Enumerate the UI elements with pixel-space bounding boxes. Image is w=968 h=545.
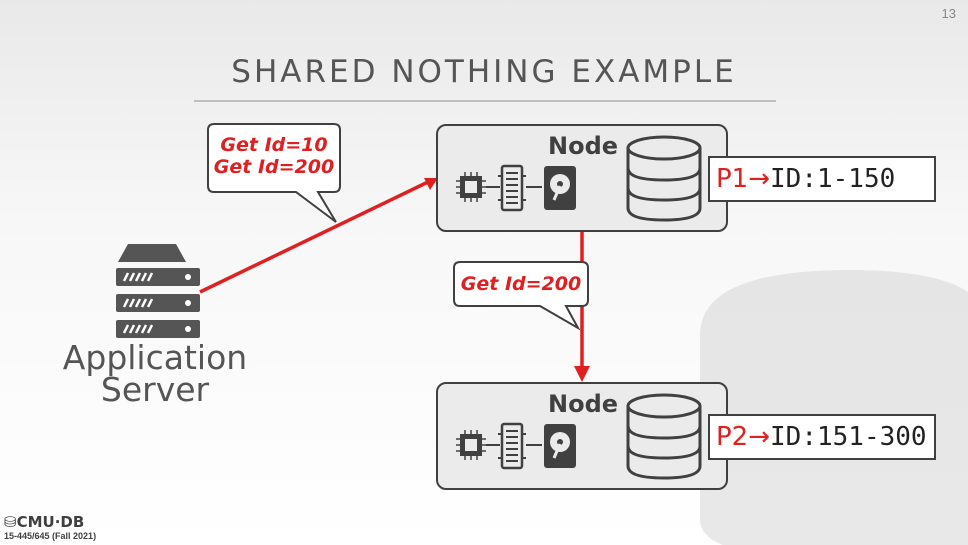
node-2-label: Node (548, 390, 619, 418)
disk-icon (544, 424, 576, 468)
node-2-hardware (456, 393, 702, 480)
partition-range-2: ID:151-300 (770, 422, 927, 452)
partition-range-1: ID:1-150 (770, 164, 896, 194)
partition-arrow-1: → (748, 164, 771, 194)
forward-bubble-shape (453, 261, 589, 331)
footer-logo: ⛁CMU·DB (4, 513, 84, 531)
partition-arrow-2: → (748, 422, 771, 452)
partition-box-1: P1→ID:1-150 (708, 156, 936, 202)
partition-key-2: P2 (716, 422, 749, 452)
partition-box-2: P2→ID:151-300 (708, 414, 936, 460)
request-bubble-shape (207, 123, 341, 223)
node-1-hardware (456, 135, 702, 222)
cpu-icon (456, 172, 500, 202)
request-bubble: Get Id=10 Get Id=200 (208, 134, 340, 178)
node-1-label: Node (548, 132, 619, 160)
partition-key-1: P1 (716, 164, 749, 194)
page-number: 13 (941, 6, 956, 21)
server-rack-icon (116, 244, 200, 338)
database-watermark-icon (700, 270, 968, 545)
node-2: Node (436, 382, 728, 490)
request-bubble-line2: Get Id=200 (213, 156, 335, 178)
database-icon (626, 135, 702, 222)
app-server-label-line2: Server (100, 370, 210, 409)
footer-logo-text: CMU·DB (16, 513, 85, 531)
memory-icon (498, 164, 542, 212)
cpu-icon (456, 430, 500, 460)
forward-bubble: Get Id=200 (454, 273, 588, 295)
cmu-db-logo-icon: ⛁ (4, 513, 17, 531)
app-server-label-line1: Application (62, 338, 248, 377)
slide-title: SHARED NOTHING EXAMPLE (231, 54, 737, 90)
forward-bubble-line1: Get Id=200 (460, 273, 582, 295)
node-1: Node (436, 124, 728, 232)
title-divider (194, 100, 776, 102)
disk-icon (544, 166, 576, 210)
request-arrow (199, 178, 438, 294)
app-server-label: Application Server (60, 338, 250, 409)
database-icon (626, 393, 702, 480)
request-bubble-line1: Get Id=10 (220, 134, 328, 156)
footer-course: 15-445/645 (Fall 2021) (4, 531, 97, 541)
memory-icon (498, 422, 542, 470)
